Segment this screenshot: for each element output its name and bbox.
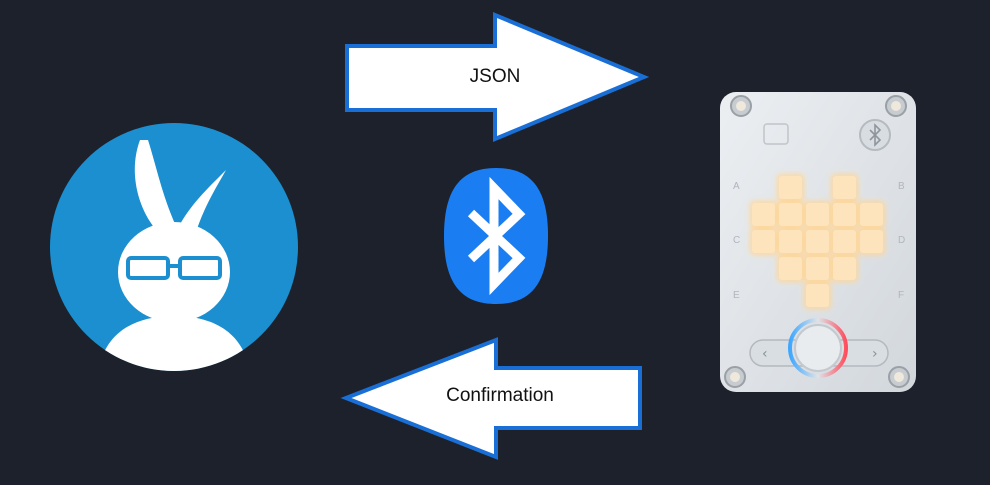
led-cell <box>779 203 802 226</box>
led-cell <box>779 257 802 280</box>
led-cell <box>860 230 883 253</box>
led-cell <box>779 176 802 199</box>
led-cell <box>752 203 775 226</box>
marker-f: F <box>898 290 904 301</box>
json-label: JSON <box>469 66 521 87</box>
led-cell <box>752 230 775 253</box>
led-cell <box>806 203 829 226</box>
svg-text:›: › <box>872 346 878 362</box>
glasses-icon <box>126 256 222 280</box>
led-cell <box>833 203 856 226</box>
marker-e: E <box>733 290 740 301</box>
marker-a: A <box>733 181 740 192</box>
led-cell <box>833 230 856 253</box>
led-cell <box>806 284 829 307</box>
confirmation-label: Confirmation <box>446 385 554 406</box>
led-cell <box>860 203 883 226</box>
marker-d: D <box>898 235 905 246</box>
marker-c: C <box>733 235 740 246</box>
marker-b: B <box>898 181 905 192</box>
led-cell <box>779 230 802 253</box>
led-cell <box>833 257 856 280</box>
svg-text:‹: ‹ <box>762 346 768 362</box>
led-cell <box>806 230 829 253</box>
led-cell <box>806 257 829 280</box>
led-cell <box>833 176 856 199</box>
